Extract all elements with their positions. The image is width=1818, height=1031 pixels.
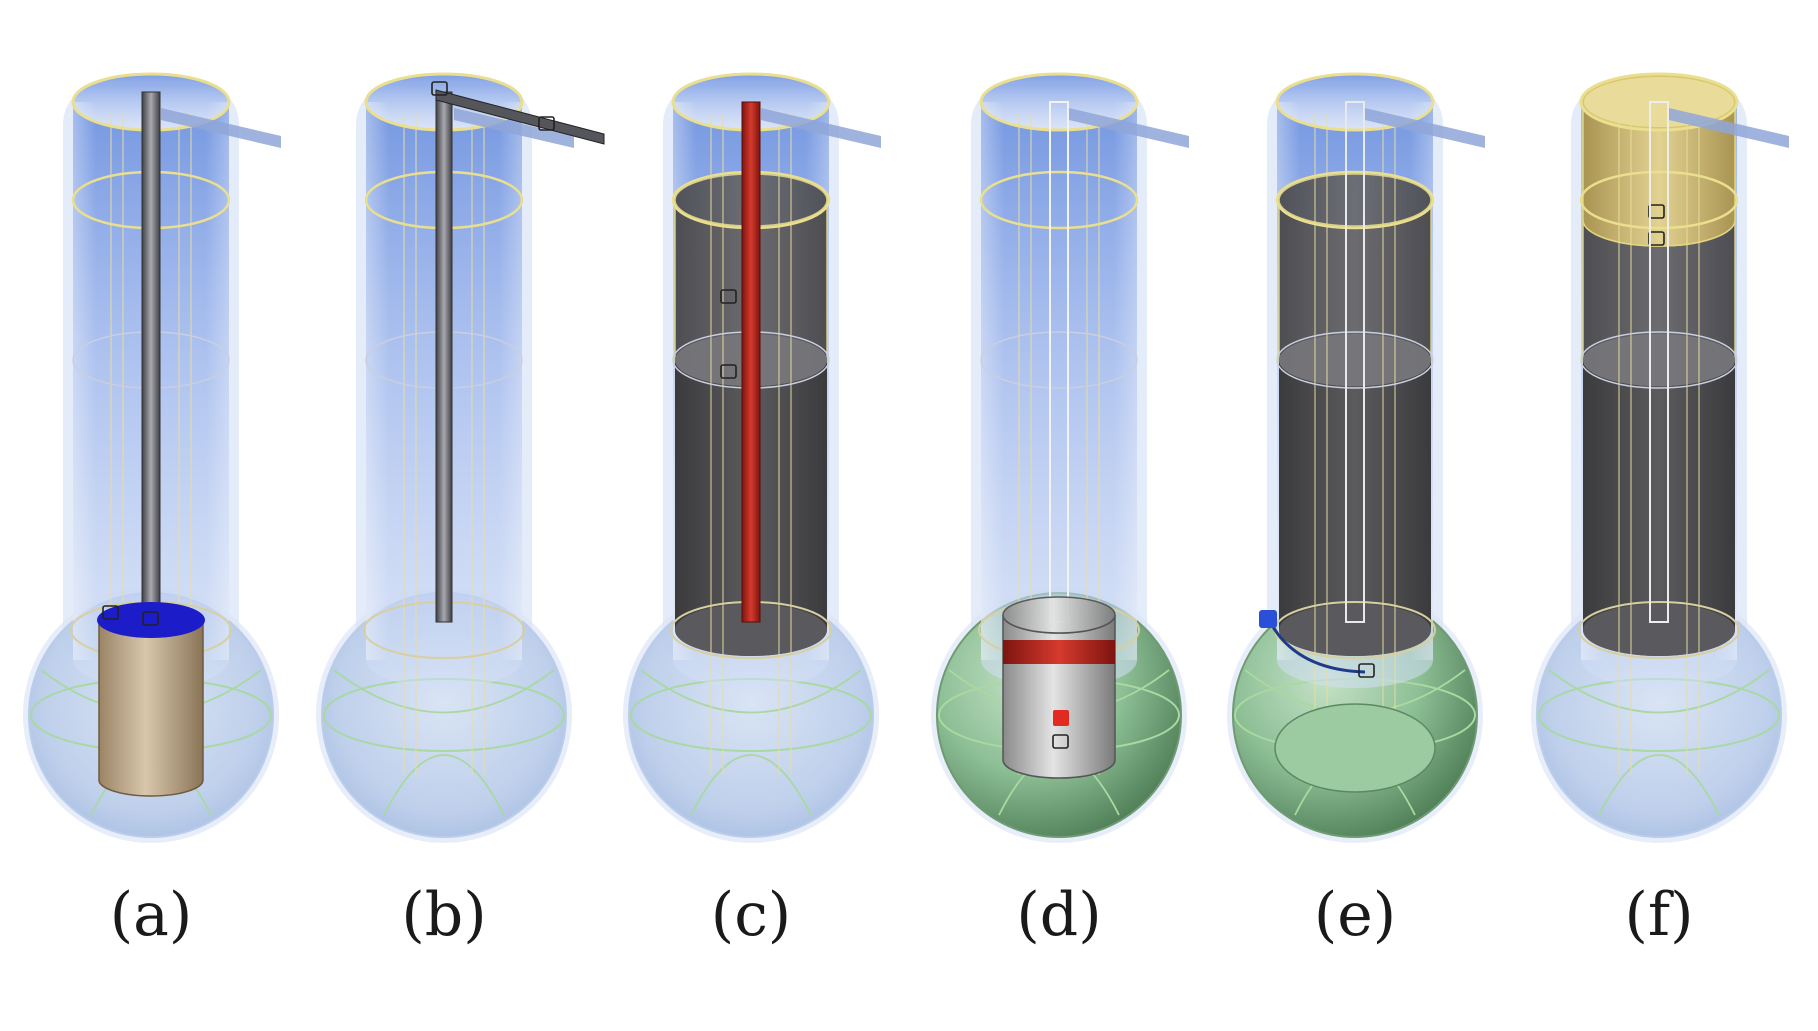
marker-square-2 [102, 605, 119, 620]
apparatus-e [1227, 72, 1485, 843]
upper-ring [979, 170, 1139, 230]
top-rim [1275, 72, 1435, 132]
top-rim [979, 72, 1139, 132]
marker-square [142, 611, 159, 626]
panel-label-f: (f) [1624, 880, 1694, 950]
apparatus-d [931, 72, 1189, 843]
fluid-bottom [675, 604, 827, 656]
upper-fluid-top [1278, 173, 1432, 227]
lower-ring [1578, 601, 1740, 659]
blue-arc-track [1267, 619, 1366, 674]
central-rod [435, 91, 453, 623]
outflow-tube [1669, 108, 1789, 148]
panel-label-a: (a) [109, 880, 193, 950]
fluid-bottom [1279, 604, 1431, 656]
marker-square [431, 81, 448, 96]
apparatus-f [1531, 72, 1789, 843]
panel-label-e: (e) [1313, 880, 1397, 950]
lower-fluid-body [1279, 360, 1431, 656]
bulb-meridian-line [333, 669, 555, 714]
central-rod [141, 91, 161, 623]
bulb-arc-line [1598, 754, 1720, 816]
fluid-bottom [1583, 604, 1735, 656]
inner-chamber-body [1002, 614, 1116, 779]
lever-arm [435, 89, 605, 145]
upper-ring [1579, 170, 1739, 230]
tan-piston-body [98, 619, 204, 797]
blue-piston-top [97, 602, 205, 638]
marker-square-2 [720, 364, 737, 379]
marker-square-2 [538, 116, 555, 131]
hollow-rod [1345, 101, 1365, 623]
bulb-arc-line [383, 754, 505, 816]
red-band [1003, 640, 1115, 664]
red-rod [741, 101, 761, 623]
blue-handle-square [1259, 610, 1277, 628]
inner-chamber [1002, 596, 1116, 779]
fluid-interface [1279, 334, 1431, 386]
bulb-meridian-line [1548, 669, 1770, 714]
bulb-meridian-line [640, 669, 862, 714]
bulb-arc-line [690, 754, 812, 816]
panel-label-d: (d) [1016, 880, 1102, 950]
outflow-tube [454, 108, 574, 148]
inner-dome [1274, 703, 1436, 793]
upper-ring [1275, 170, 1435, 230]
fluid-interface [1583, 334, 1735, 386]
outflow-tube [1365, 108, 1485, 148]
glass-sheen [981, 102, 1137, 660]
panel-label-b: (b) [401, 880, 487, 950]
lower-fluid-body [1583, 360, 1735, 656]
marker-square [1358, 663, 1375, 678]
top-rim [1579, 72, 1739, 132]
mid-ring [1276, 331, 1434, 389]
mid-ring [980, 331, 1138, 389]
marker-square [720, 289, 737, 304]
hollow-rod [1649, 101, 1669, 623]
red-marker [1053, 710, 1069, 726]
outflow-tube [1069, 108, 1189, 148]
mid-ring [1580, 331, 1738, 389]
inner-chamber-top [1002, 596, 1116, 634]
apparatus-c [623, 72, 881, 843]
apparatus-a [23, 72, 281, 843]
outflow-tube [761, 108, 881, 148]
panel-label-c: (c) [710, 880, 792, 950]
outflow-tube [161, 108, 281, 148]
marker-square [1052, 734, 1069, 749]
apparatus-b [316, 72, 605, 843]
